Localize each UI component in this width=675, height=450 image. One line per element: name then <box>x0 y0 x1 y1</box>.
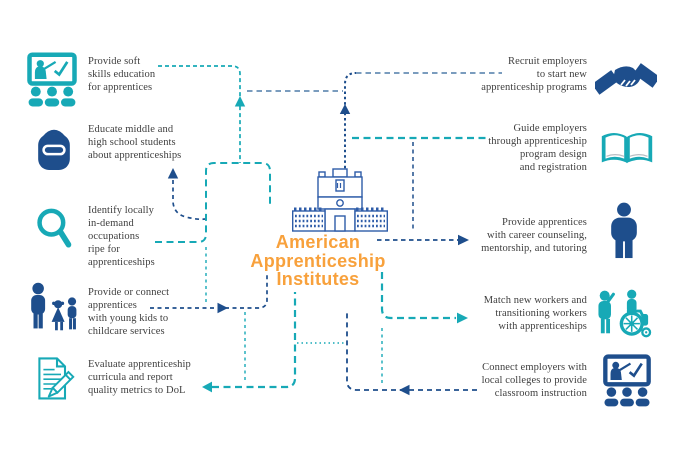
arrow-left-evaluate <box>202 381 212 393</box>
magnifier-icon <box>31 205 75 255</box>
arrow-up-recruit <box>339 104 351 114</box>
note-career-counseling: Provide apprentices with career counseli… <box>481 217 587 254</box>
family-icon <box>24 282 82 334</box>
handshake-icon <box>595 55 657 97</box>
backpack-icon <box>29 124 79 176</box>
workers-accessibility-icon <box>593 287 655 341</box>
document-pencil-icon <box>29 354 77 406</box>
arrow-right-childcare <box>217 302 228 314</box>
arrow-right-match-workers <box>457 312 468 324</box>
note-childcare: Provide or connect apprentices with youn… <box>88 287 170 337</box>
note-recruit-employers: Recruit employers to start new apprentic… <box>481 56 587 93</box>
note-match-workers: Match new workers and transitioning work… <box>483 295 587 332</box>
note-soft-skills: Provide soft skills education for appren… <box>88 56 156 93</box>
arrow-right-counseling <box>458 234 469 246</box>
person-icon <box>605 202 643 259</box>
note-classroom-instruction: Connect employers with local colleges to… <box>481 362 587 399</box>
arrow-left-colleges <box>399 384 410 396</box>
note-evaluate-curricula: Evaluate apprenticeship curricula and re… <box>88 359 191 396</box>
note-educate-students: Educate middle and high school students … <box>88 124 182 161</box>
arrow-up-educate <box>167 168 179 179</box>
diagram-title: American Apprenticeship Institutes <box>250 232 386 289</box>
open-book-icon <box>599 125 655 168</box>
classroom-instruction-icon <box>601 353 653 407</box>
soft-skills-presentation-icon <box>25 51 79 107</box>
note-identify-occupations: Identify locally in-demand occupations r… <box>88 205 155 268</box>
arrow-up-soft-skills <box>234 96 246 107</box>
institute-building-icon <box>292 166 388 232</box>
note-guide-employers: Guide employers through apprenticeship p… <box>488 123 587 173</box>
